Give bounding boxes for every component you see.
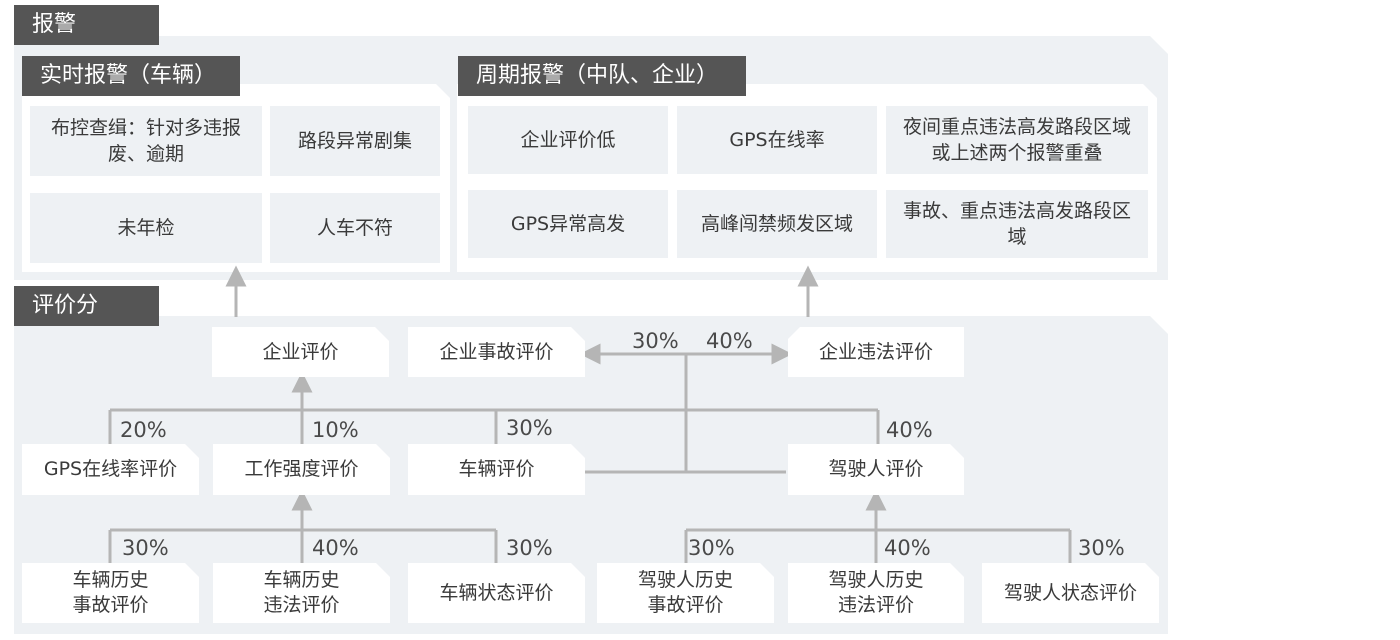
node-vehicle-hist-violation: 车辆历史 违法评价 [213, 563, 390, 623]
weight-violation: 40% [706, 329, 753, 353]
weight-accident: 30% [632, 329, 679, 353]
node-vehicle-status: 车辆状态评价 [408, 563, 585, 623]
weight-drv-hist-vio: 40% [884, 536, 931, 560]
node-driver-hist-violation: 驾驶人历史 违法评价 [788, 563, 964, 623]
realtime-cell-no-inspection: 未年检 [30, 193, 262, 263]
node-enterprise-accident: 企业事故评价 [408, 327, 585, 377]
realtime-cell-road-anomaly: 路段异常剧集 [270, 106, 440, 176]
node-work-intensity: 工作强度评价 [213, 444, 390, 495]
weight-veh-hist-vio: 40% [312, 536, 359, 560]
weight-veh-status: 30% [506, 536, 553, 560]
periodic-cell-accident-zone: 事故、重点违法高发路段区域 [886, 190, 1148, 258]
weight-vehicle: 30% [506, 416, 553, 440]
node-vehicle-hist-accident: 车辆历史 事故评价 [22, 563, 199, 623]
periodic-label: 周期报警（中队、企业） [458, 56, 746, 96]
node-driver-status: 驾驶人状态评价 [982, 563, 1159, 623]
weight-work: 10% [312, 418, 359, 442]
realtime-cell-deploy: 布控查缉：针对多违报废、逾期 [30, 106, 262, 176]
periodic-cell-peak-ban: 高峰闯禁频发区域 [677, 190, 877, 258]
node-vehicle-eval: 车辆评价 [408, 444, 585, 495]
node-enterprise-eval: 企业评价 [212, 327, 389, 377]
weight-gps: 20% [120, 418, 167, 442]
realtime-cell-mismatch: 人车不符 [270, 193, 440, 263]
node-gps-online-eval: GPS在线率评价 [22, 444, 199, 495]
periodic-cell-gps-online: GPS在线率 [677, 106, 877, 174]
weight-driver: 40% [886, 418, 933, 442]
node-enterprise-violation: 企业违法评价 [788, 327, 964, 377]
score-panel [14, 316, 1168, 634]
alarm-label: 报警 [14, 5, 159, 45]
periodic-cell-gps-anomaly: GPS异常高发 [468, 190, 668, 258]
weight-veh-hist-acc: 30% [122, 536, 169, 560]
periodic-cell-low-enterprise: 企业评价低 [468, 106, 668, 174]
node-driver-eval: 驾驶人评价 [788, 444, 964, 495]
score-label: 评价分 [14, 286, 159, 326]
weight-drv-status: 30% [1078, 536, 1125, 560]
node-driver-hist-accident: 驾驶人历史 事故评价 [597, 563, 774, 623]
periodic-cell-night-violation: 夜间重点违法高发路段区域或上述两个报警重叠 [886, 106, 1148, 174]
weight-drv-hist-acc: 30% [688, 536, 735, 560]
realtime-label: 实时报警（车辆） [22, 56, 240, 96]
